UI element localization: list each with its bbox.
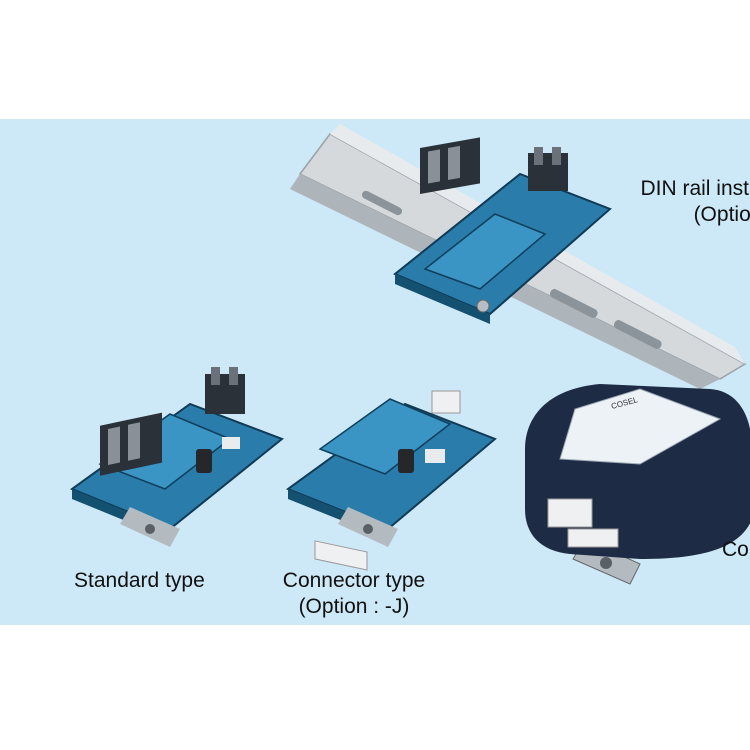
din-rail-label: DIN rail installation bbox=[640, 177, 750, 200]
case-type-module: COSEL bbox=[525, 384, 750, 585]
din-mounted-module bbox=[393, 137, 612, 324]
case-type-label: Co bbox=[722, 538, 749, 561]
case-type-caption: Co bbox=[722, 537, 749, 563]
standard-type-module bbox=[69, 367, 284, 547]
connector-type-caption: Connector type (Option : -J) bbox=[272, 568, 436, 620]
product-illustration: COSEL bbox=[69, 124, 750, 585]
connector-type-module bbox=[285, 390, 497, 571]
connector-type-label: Connector type bbox=[282, 569, 426, 592]
standard-type-label: Standard type bbox=[74, 569, 205, 592]
connector-option-label: (Option : -J) bbox=[298, 595, 410, 618]
product-panel: COSEL Standard type Connector type (Opti… bbox=[0, 119, 750, 625]
standard-type-caption: Standard type bbox=[74, 568, 205, 594]
din-rail-option-label: (Option bbox=[693, 203, 750, 226]
din-rail-caption: DIN rail installation (Option bbox=[628, 176, 750, 228]
